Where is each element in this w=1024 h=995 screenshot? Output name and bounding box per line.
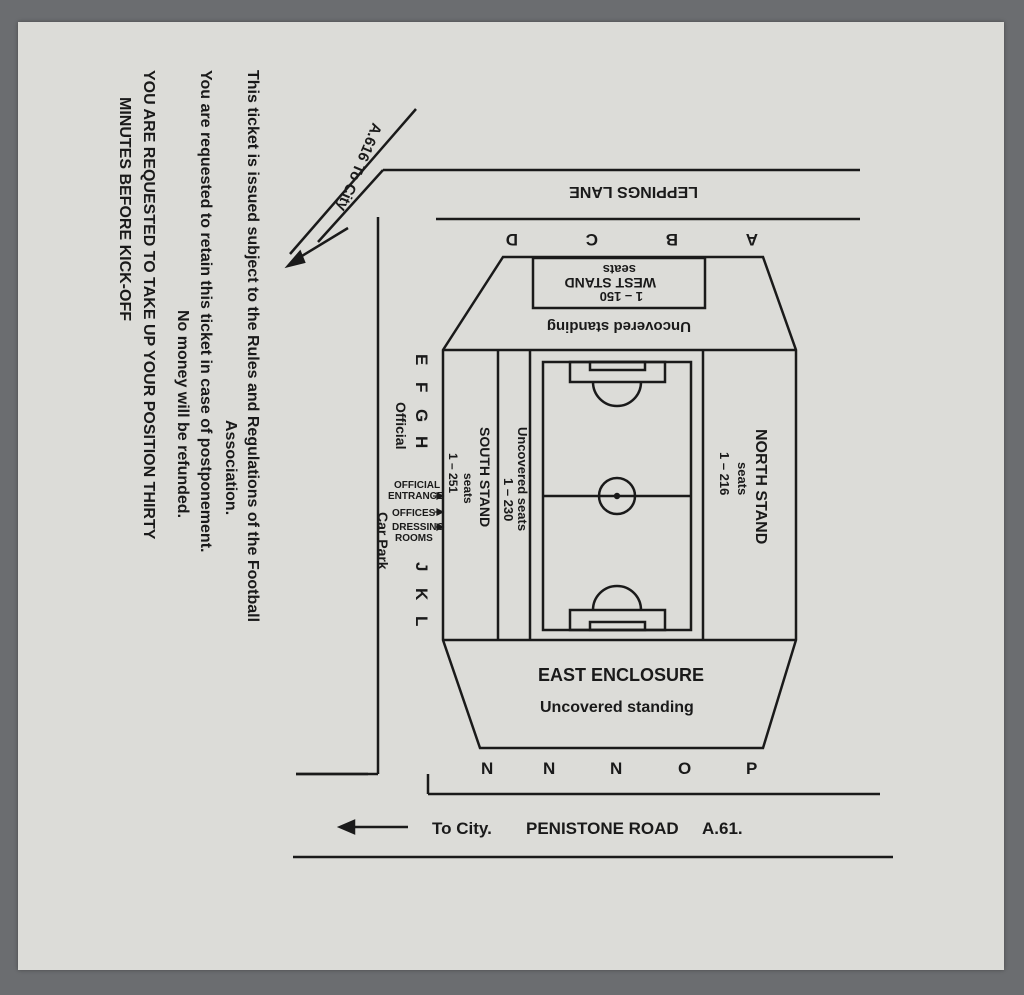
ticket-artwork: This ticket is issued subject to the Rul… — [116, 70, 893, 859]
notice-line-3: You are requested to retain this ticket … — [197, 70, 214, 552]
road-bottom-number: A.61. — [702, 819, 743, 838]
north-stand: NORTH STAND seats 1 – 216 — [717, 429, 769, 544]
official-arrows — [433, 492, 445, 531]
south-stand-range: 1 – 251 — [446, 453, 460, 493]
offices-label: OFFICES — [392, 508, 436, 519]
notice-line-5: YOU ARE REQUESTED TO TAKE UP YOUR POSITI… — [140, 70, 157, 540]
north-stand-range: 1 – 216 — [717, 452, 732, 495]
penalty-area-bottom — [568, 608, 667, 632]
south-stand-name: SOUTH STAND — [477, 427, 493, 527]
ground-outline — [441, 255, 798, 750]
gates-top: A B C D — [506, 230, 758, 249]
gate-a: A — [746, 230, 758, 249]
gate-o: O — [678, 759, 691, 778]
gate-g: G — [412, 409, 431, 422]
pitch — [541, 360, 693, 632]
west-stand: WEST STAND seats 1 – 150 — [564, 262, 656, 304]
road-bottom-to-city: To City. — [432, 819, 492, 838]
west-stand-seats: seats — [603, 262, 636, 277]
ticket-notice: This ticket is issued subject to the Rul… — [116, 70, 261, 622]
car-park: Official Car Park — [375, 402, 409, 570]
east-enclosure: EAST ENCLOSURE Uncovered standing — [538, 665, 704, 716]
gate-l: L — [412, 616, 431, 626]
road-arrows — [284, 226, 408, 835]
road-top-label: LEPPINGS LANE — [569, 183, 698, 200]
uncovered-seats-range: 1 – 230 — [501, 478, 516, 521]
gates-left: E F G H J K L — [412, 354, 431, 626]
west-stand-box — [531, 256, 707, 310]
east-enclosure-name: EAST ENCLOSURE — [538, 665, 704, 685]
roads — [289, 108, 893, 859]
gate-p: P — [746, 759, 757, 778]
gate-k: K — [412, 588, 431, 601]
official-labels: OFFICIAL ENTRANCE OFFICES DRESSING ROOMS — [388, 480, 444, 544]
gate-f: F — [412, 382, 431, 392]
rooms-label: ROOMS — [395, 533, 433, 544]
gate-n-2: N — [543, 759, 555, 778]
car-park-line-1: Official — [393, 402, 409, 449]
dressing-label: DRESSING — [392, 522, 444, 533]
south-stand-seats: seats — [461, 473, 475, 504]
official-label: OFFICIAL — [394, 480, 440, 491]
uncovered-seats-label: Uncovered seats — [515, 427, 530, 531]
gate-h: H — [412, 436, 431, 448]
road-left-label: A.616 To City — [332, 120, 385, 214]
east-enclosure-sub: Uncovered standing — [540, 699, 694, 716]
arrow-icon — [284, 249, 306, 269]
gate-e: E — [412, 354, 431, 365]
north-stand-name: NORTH STAND — [752, 429, 769, 544]
gates-bottom: N N N O P — [481, 759, 757, 778]
notice-line-4: No money will be refunded. — [174, 310, 191, 518]
gate-n-3: N — [610, 759, 622, 778]
notice-line-2: Association. — [222, 420, 239, 515]
arrow-icon — [336, 819, 356, 835]
gate-b: B — [666, 230, 678, 249]
gate-j: J — [412, 562, 431, 571]
south-stand: SOUTH STAND seats 1 – 251 — [446, 427, 493, 527]
notice-line-6: MINUTES BEFORE KICK-OFF — [116, 97, 133, 321]
gate-d: D — [506, 230, 518, 249]
north-stand-seats: seats — [735, 462, 750, 495]
west-stand-name: WEST STAND — [564, 275, 656, 291]
notice-line-1: This ticket is issued subject to the Rul… — [244, 70, 261, 622]
gate-c: C — [586, 230, 598, 249]
entrance-label: ENTRANCE — [388, 491, 444, 502]
penalty-area-top — [568, 360, 667, 384]
west-terrace-label: Uncovered standing — [547, 318, 691, 335]
ticket: This ticket is issued subject to the Rul… — [18, 22, 1004, 970]
road-bottom-name: PENISTONE ROAD — [526, 819, 679, 838]
gate-n-1: N — [481, 759, 493, 778]
west-stand-range: 1 – 150 — [600, 289, 643, 304]
car-park-line-2: Car Park — [375, 512, 391, 570]
uncovered-seats: Uncovered seats 1 – 230 — [501, 427, 530, 531]
